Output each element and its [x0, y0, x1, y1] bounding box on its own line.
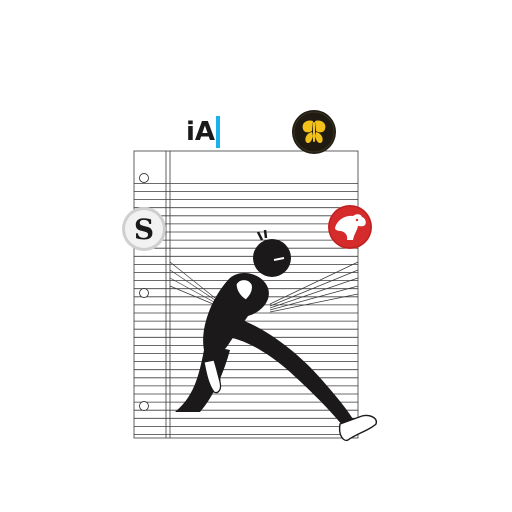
bear-icon	[327, 204, 373, 250]
binder-hole	[139, 288, 149, 298]
binder-hole	[139, 401, 149, 411]
ia-writer-logo: iA	[186, 114, 221, 150]
hand-shape	[235, 278, 254, 301]
binder-hole	[139, 173, 149, 183]
ia-writer-label: iA	[186, 117, 216, 147]
text-cursor-icon	[216, 116, 221, 148]
hand-shape	[203, 359, 222, 394]
svg-text:S: S	[134, 213, 154, 246]
shoe-shape	[338, 414, 377, 442]
figure-silhouette	[175, 229, 356, 430]
scrivener-s-icon: S	[121, 206, 167, 252]
butterfly-icon	[291, 109, 337, 155]
